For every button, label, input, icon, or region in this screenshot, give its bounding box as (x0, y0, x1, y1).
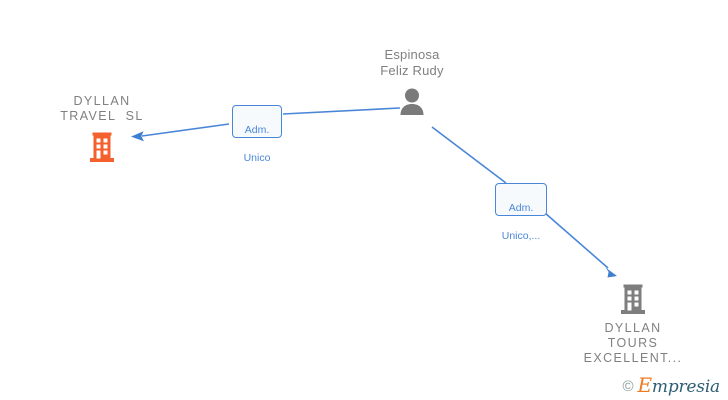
arrowhead-to-dyllan-tours (605, 267, 617, 278)
edge-label-adm-unico-varios-line1: Adm. (508, 202, 534, 214)
brand-initial: E (637, 373, 653, 397)
edge-label-adm-unico-line2: Unico (243, 152, 271, 164)
node-dyllan-travel-label-line1: DYLLAN (73, 94, 131, 108)
edge-label-adm-unico-varios[interactable]: Adm. Unico,... (495, 183, 547, 242)
node-espinosa-feliz-rudy[interactable]: Espinosa Feliz Rudy (342, 47, 482, 117)
brand-rest: mpresia (651, 377, 720, 397)
copyright-icon: © (622, 378, 634, 395)
node-dyllan-travel[interactable]: DYLLAN TRAVEL SL (32, 94, 172, 164)
watermark: © Empresia (622, 375, 721, 397)
node-dyllan-tours-excellent[interactable]: DYLLAN TOURS EXCELLENT... (563, 282, 703, 366)
node-dyllan-tours-label-line1: DYLLAN (604, 321, 662, 335)
node-dyllan-tours-label-line2: TOURS (607, 336, 659, 350)
brand-logo: Empresia (638, 375, 721, 397)
node-espinosa-label-line1: Espinosa (384, 47, 440, 62)
edge-label-adm-unico-line1: Adm. (244, 124, 270, 136)
edge-label-adm-unico[interactable]: Adm. Unico (232, 105, 282, 164)
person-icon (400, 88, 424, 115)
edge-label-adm-unico-varios-line2: Unico,... (501, 230, 541, 242)
building-icon (90, 132, 114, 162)
node-dyllan-tours-label-line3: EXCELLENT... (583, 351, 683, 365)
node-dyllan-travel-label-line2: TRAVEL SL (60, 109, 144, 123)
building-icon (621, 284, 645, 314)
node-espinosa-label-line2: Feliz Rudy (380, 63, 444, 78)
